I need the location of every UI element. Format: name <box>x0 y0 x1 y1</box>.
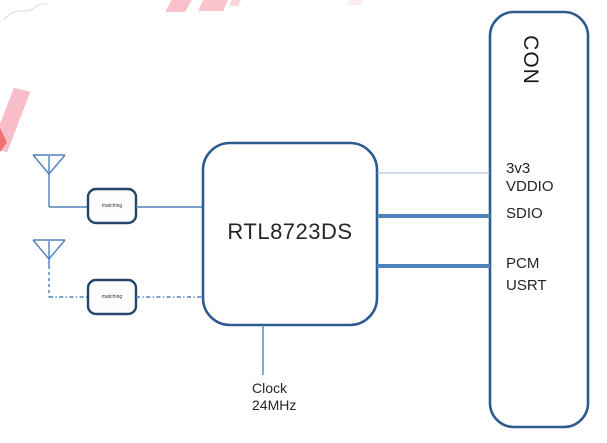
antenna-1-icon <box>32 154 66 207</box>
chip-block <box>201 141 379 327</box>
pin-label-3v3: 3v3 <box>506 160 531 177</box>
connector-block <box>488 10 590 429</box>
matching-box-1-label: matching <box>101 203 123 209</box>
clock-name-label: Clock <box>252 380 288 396</box>
antenna-2-icon <box>32 239 66 266</box>
pin-label-pcm: PCM <box>506 255 540 272</box>
matching-box-2-label: matching <box>101 294 123 300</box>
pin-label-sdio: SDIO <box>506 205 543 222</box>
pin-label-vddio: VDDIO <box>506 178 554 195</box>
connector-label: CON <box>519 35 542 85</box>
clock-frequency-label: 24MHz <box>252 397 297 413</box>
chip-label: RTL8723DS <box>227 219 353 244</box>
matching-box-1 <box>86 187 138 225</box>
watermark-scribble <box>3 3 48 21</box>
watermark-red-triangle <box>0 128 7 152</box>
pin-label-usrt: USRT <box>506 277 547 294</box>
